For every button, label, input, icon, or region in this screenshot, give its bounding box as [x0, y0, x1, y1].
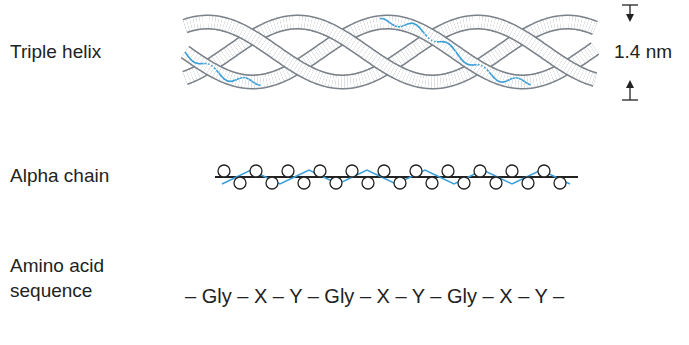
helix-strand	[413, 23, 417, 28]
strand-edge	[251, 36, 255, 38]
strand-edge	[593, 49, 595, 50]
triple-helix	[185, 18, 595, 85]
amino-residue	[362, 177, 374, 189]
amino-residue	[490, 177, 502, 189]
helix-strand	[185, 52, 189, 57]
dimension-label: 1.4 nm	[614, 40, 672, 65]
strand-fill	[593, 49, 595, 50]
structure-label: Amino acid sequence	[10, 254, 125, 303]
amino-residue	[250, 165, 262, 177]
amino-residue	[426, 177, 438, 189]
helix-strand	[362, 50, 366, 53]
helix-strand	[593, 27, 595, 29]
strand-edge	[185, 77, 189, 78]
helix-strand	[272, 50, 276, 53]
amino-residue	[346, 165, 358, 177]
amino-residue	[410, 165, 422, 177]
amino-residue	[298, 177, 310, 189]
strand-fill	[431, 36, 435, 38]
strand-edge	[341, 36, 345, 38]
strand-edge	[542, 50, 546, 53]
amino-residue	[554, 177, 566, 189]
amino-residue	[282, 165, 294, 177]
amino-residue	[474, 165, 486, 177]
structure-label: Alpha chain	[10, 164, 109, 189]
amino-residue	[442, 165, 454, 177]
backbone-coil	[185, 52, 189, 57]
strand-edge	[362, 50, 366, 53]
alpha-chain	[215, 165, 578, 189]
helix-strand	[464, 58, 468, 64]
strand-edge	[431, 36, 435, 38]
amino-residue	[506, 165, 518, 177]
strand-fill	[341, 36, 345, 38]
helix-strand	[221, 74, 225, 79]
amino-residue	[314, 165, 326, 177]
helix-strand	[185, 77, 189, 78]
strand-edge	[272, 50, 276, 53]
helix-strand	[341, 36, 345, 38]
amino-residue	[458, 177, 470, 189]
amino-residue	[330, 177, 342, 189]
helix-strand	[542, 50, 546, 53]
amino-residue	[538, 165, 550, 177]
helix-strand	[188, 54, 192, 60]
amino-residue	[394, 177, 406, 189]
amino-residue	[266, 177, 278, 189]
strand-fill	[593, 21, 595, 34]
amino-residue	[234, 177, 246, 189]
strand-fill	[185, 77, 189, 78]
amino-residue	[522, 177, 534, 189]
strand-edge	[521, 36, 525, 38]
helix-strand	[452, 47, 456, 53]
strand-edge	[593, 20, 595, 36]
strand-fill	[362, 50, 366, 53]
strand-fill	[251, 36, 255, 38]
helix-strand	[593, 49, 595, 50]
strand-fill	[521, 36, 525, 38]
amino-residue	[218, 165, 230, 177]
strand-fill	[542, 50, 546, 53]
helix-strand	[497, 77, 501, 82]
sequence-text: – Gly – X – Y – Gly – X – Y – Gly – X – …	[185, 283, 564, 309]
backbone-coil	[452, 47, 456, 52]
helix-strand	[431, 36, 435, 38]
structure-label: Triple helix	[10, 40, 101, 65]
amino-residue	[378, 165, 390, 177]
helix-strand	[521, 36, 525, 38]
helix-strand	[194, 58, 198, 63]
helix-strand	[446, 42, 450, 48]
helix-strand	[251, 36, 255, 38]
strand-fill	[272, 50, 276, 53]
